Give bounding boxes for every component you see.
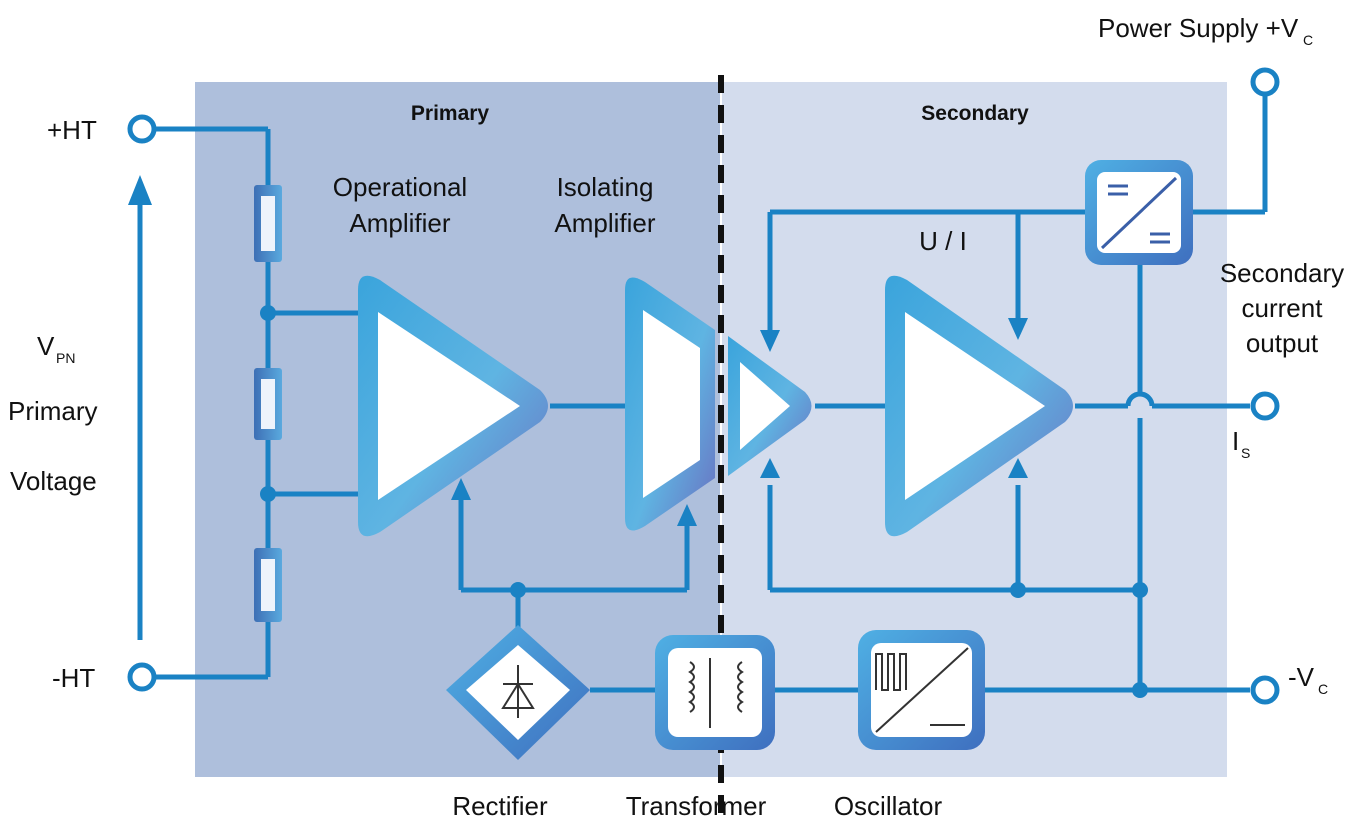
ui-amplifier (885, 275, 1073, 537)
supply-arrows (451, 318, 1028, 526)
secondary-output-line2: current (1242, 293, 1324, 323)
transformer-block (655, 635, 775, 750)
ui-label: U / I (919, 226, 967, 256)
plus-ht-label: +HT (47, 115, 97, 145)
terminals (127, 67, 1280, 705)
power-supply-label: Power Supply +V (1098, 13, 1299, 43)
opamp-label-line1: Operational (333, 172, 467, 202)
isolating-amplifier-primary (625, 277, 715, 531)
is-terminal (1250, 391, 1280, 421)
operational-amplifier (358, 275, 548, 537)
secondary-output-line1: Secondary (1220, 258, 1344, 288)
vpn-subscript: PN (56, 350, 75, 366)
rectifier-label: Rectifier (452, 791, 548, 821)
primary-region-title: Primary (411, 102, 490, 125)
minus-ht-label: -HT (52, 663, 95, 693)
minus-vc-terminal (1250, 675, 1280, 705)
junction-nodes (260, 305, 1148, 698)
power-supply-subscript: C (1303, 32, 1313, 48)
opamp-label-line2: Amplifier (349, 208, 450, 238)
iso-label-line2: Amplifier (554, 208, 655, 238)
wiring (155, 95, 1268, 693)
left-primary-label: Primary (8, 396, 98, 426)
is-subscript: S (1241, 445, 1250, 461)
secondary-region-title: Secondary (921, 102, 1029, 125)
minus-vc-label: -V (1288, 662, 1315, 692)
is-label: I (1232, 426, 1239, 456)
minus-vc-subscript: C (1318, 681, 1328, 697)
left-voltage-label: Voltage (10, 466, 97, 496)
plus-ht-terminal (127, 114, 157, 144)
rectifier-block (446, 625, 590, 760)
oscillator-block (858, 630, 985, 750)
oscillator-label: Oscillator (834, 791, 943, 821)
dc-dc-converter (1085, 160, 1193, 265)
transformer-label: Transformer (626, 791, 767, 821)
power-supply-terminal (1250, 67, 1280, 97)
divider-resistors (254, 185, 282, 622)
secondary-output-line3: output (1246, 328, 1319, 358)
iso-label-line1: Isolating (557, 172, 654, 202)
vpn-label: V (37, 331, 55, 361)
vpn-arrowhead (128, 175, 152, 205)
isolating-amplifier-secondary (728, 336, 812, 476)
minus-ht-terminal (127, 662, 157, 692)
